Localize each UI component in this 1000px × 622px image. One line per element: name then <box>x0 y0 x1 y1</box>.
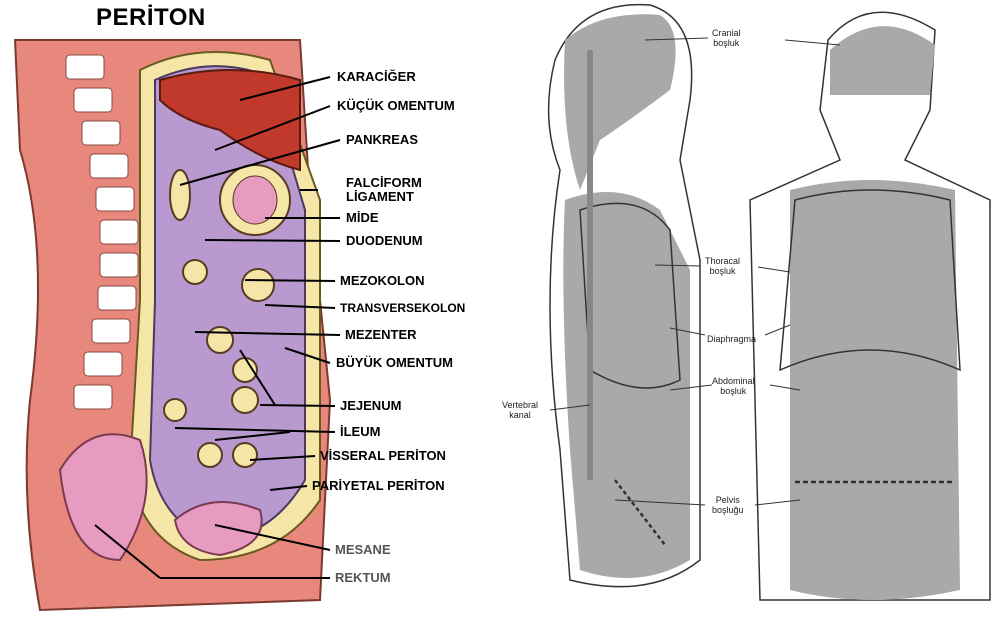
frontal-figure <box>749 11 991 601</box>
label-ileum: İLEUM <box>340 424 381 439</box>
label-line: Cranial <box>712 28 741 38</box>
label-line: boşluğu <box>712 505 744 515</box>
label-karaciger: KARACİĞER <box>337 69 416 84</box>
label-diaphragma: Diaphragma <box>707 334 756 344</box>
label-mide: MİDE <box>346 210 379 225</box>
label-kucuk-omentum: KÜÇÜK OMENTUM <box>337 98 455 113</box>
label-mezenter: MEZENTER <box>345 327 417 342</box>
label-line: Abdominal <box>712 376 755 386</box>
label-jejenum: JEJENUM <box>340 398 402 413</box>
spine <box>65 54 139 410</box>
label-falciform: FALCİFORM <box>346 175 422 190</box>
label-duodenum: DUODENUM <box>346 233 423 248</box>
label-visseral-periton: VİSSERAL PERİTON <box>320 448 446 463</box>
label-line: boşluk <box>709 266 736 276</box>
label-pankreas: PANKREAS <box>346 132 418 147</box>
label-ligament: LİGAMENT <box>346 189 414 204</box>
label-line: Pelvis <box>715 495 740 505</box>
right-leader-lines <box>549 37 841 506</box>
label-mesane: MESANE <box>335 542 391 557</box>
label-transversekolon: TRANSVERSEKOLON <box>340 301 466 315</box>
label-line: Vertebral <box>502 400 539 410</box>
lateral-figure <box>547 3 701 588</box>
label-buyuk-omentum: BÜYÜK OMENTUM <box>336 355 453 370</box>
diagram-title: PERİTON <box>96 4 206 31</box>
label-line: Thoracal <box>705 256 741 266</box>
sagittal-section <box>13 39 341 612</box>
label-line: kanal <box>509 410 531 420</box>
label-mezokolon: MEZOKOLON <box>340 273 425 288</box>
label-pariyetal-periton: PARİYETAL PERİTON <box>312 478 445 493</box>
label-line: boşluk <box>720 386 747 396</box>
label-line: boşluk <box>713 38 740 48</box>
label-rektum: REKTUM <box>335 570 391 585</box>
label-line: Diaphragma <box>707 334 757 344</box>
